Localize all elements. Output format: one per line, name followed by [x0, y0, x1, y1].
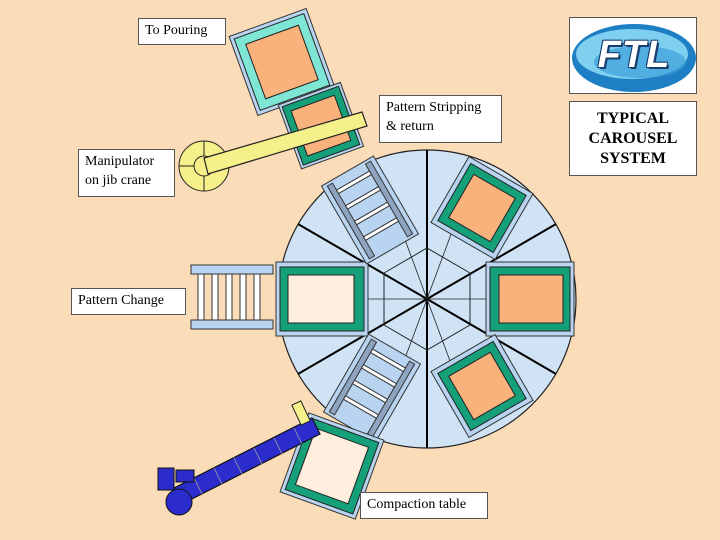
pattern-rail-lower-left: [322, 333, 422, 443]
central-hub: [383, 247, 471, 351]
mould-station-lower-right: [430, 333, 534, 439]
pouring-mould-top: [228, 7, 336, 117]
mould-station-right: [485, 261, 575, 337]
pattern-change-station: [190, 264, 274, 330]
manipulator-jib-crane: [178, 111, 368, 192]
logo-text: FTL: [597, 34, 671, 76]
mould-station-upper-right: [430, 155, 534, 261]
ftl-logo: FTL: [569, 17, 697, 94]
label-pattern-change: Pattern Change: [71, 288, 186, 315]
label-compaction-table: Compaction table: [360, 492, 488, 519]
label-manipulator: Manipulator on jib crane: [78, 149, 175, 197]
sand-conveyor: [157, 400, 321, 516]
pattern-rail-upper-left: [320, 155, 420, 265]
label-to-pouring: To Pouring: [138, 18, 226, 45]
logo-ellipse-icon: [572, 24, 696, 92]
diagram-title: TYPICAL CAROUSEL SYSTEM: [569, 101, 697, 176]
label-pattern-stripping: Pattern Stripping & return: [379, 95, 502, 143]
mould-station-left: [275, 261, 369, 337]
